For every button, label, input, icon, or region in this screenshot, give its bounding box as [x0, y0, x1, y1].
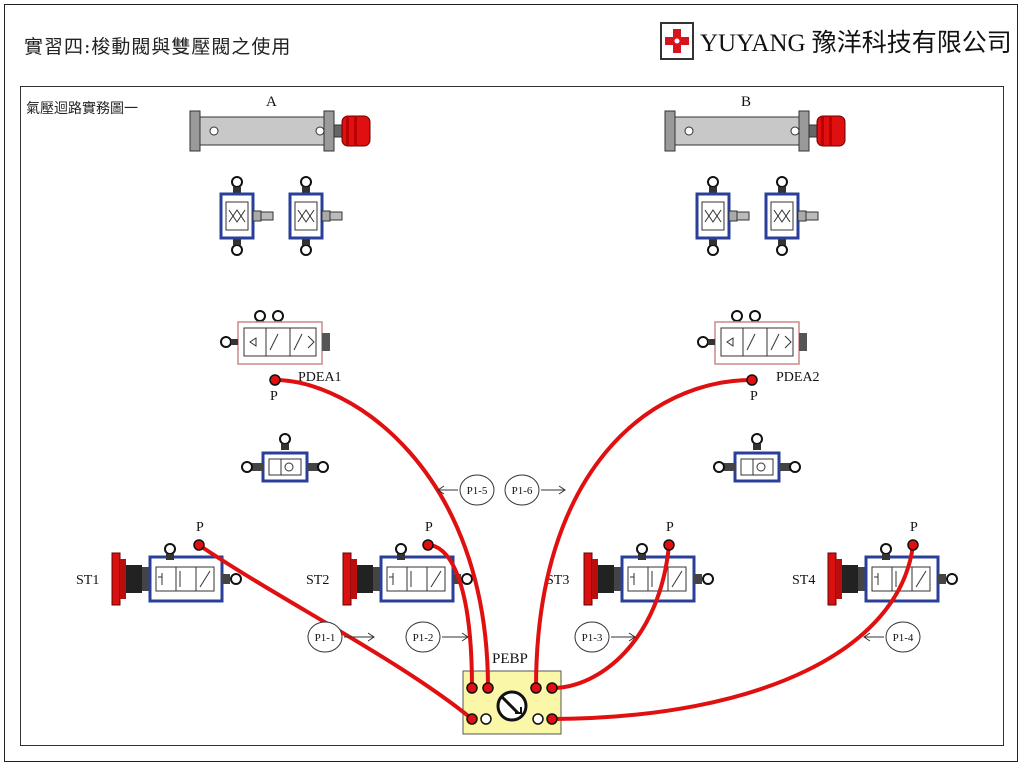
port-label: P	[270, 389, 278, 404]
shuttle-valve	[242, 434, 328, 481]
tube-connectors	[193, 374, 919, 725]
company-name: YUYANG 豫洋科技有限公司	[700, 30, 1012, 57]
tube-label-p1-3: P1-3	[574, 621, 636, 653]
flow-control-valve	[697, 177, 749, 255]
pilot-valve-pdea2: PDEA2 P	[698, 311, 820, 404]
tube-st3	[551, 544, 671, 690]
svg-text:P1-5: P1-5	[467, 485, 488, 497]
tube-label-p1-5: P1-5	[437, 474, 495, 506]
valve-label: PDEA1	[298, 370, 342, 385]
tube-label-p1-4: P1-4	[863, 621, 921, 653]
start-valve-st2: ST2 P	[306, 520, 472, 605]
tube-st2	[427, 543, 474, 689]
svg-text:P1-6: P1-6	[512, 485, 533, 497]
tube-pdea1	[274, 378, 490, 689]
port-label: P	[750, 389, 758, 404]
diagram-title: 氣壓迴路實務圖一	[26, 101, 138, 117]
valve-label: PDEA2	[776, 370, 820, 385]
tube-label-p1-6: P1-6	[504, 474, 566, 506]
start-valve-st3: ST3 P	[546, 520, 713, 605]
svg-text:P1-4: P1-4	[893, 632, 914, 644]
manifold-pebp: PEBP	[462, 651, 562, 735]
cylinder-a: A	[189, 94, 371, 152]
start-valve-st1: ST1 P	[76, 520, 241, 605]
valve-label: ST4	[792, 573, 815, 588]
flow-control-valve	[290, 177, 342, 255]
company-logo: YUYANG 豫洋科技有限公司	[660, 22, 1012, 60]
port-label: P	[910, 520, 918, 535]
cylinder-label: B	[741, 94, 751, 110]
tube-label-p1-1: P1-1	[307, 621, 375, 653]
valve-label: ST3	[546, 573, 569, 588]
dual-pressure-valve	[714, 434, 800, 481]
svg-text:P1-1: P1-1	[315, 632, 336, 644]
port-label: P	[196, 520, 204, 535]
port-label: P	[425, 520, 433, 535]
valve-label: ST2	[306, 573, 329, 588]
tube-label-p1-2: P1-2	[405, 621, 469, 653]
port-label: P	[666, 520, 674, 535]
page-title: 實習四:梭動閥與雙壓閥之使用	[24, 36, 292, 58]
flow-control-valve	[766, 177, 818, 255]
air-tubes	[197, 378, 915, 721]
yuyang-cross-logo-icon	[660, 22, 694, 60]
page-frame	[4, 4, 1018, 762]
cylinder-b: B	[664, 94, 846, 152]
manifold-label: PEBP	[492, 651, 528, 667]
cylinder-label: A	[266, 94, 277, 110]
flow-control-valve	[221, 177, 273, 255]
tube-st4	[551, 544, 915, 721]
tube-pdea2	[534, 378, 753, 689]
svg-text:P1-3: P1-3	[582, 632, 603, 644]
svg-text:P1-2: P1-2	[413, 632, 434, 644]
diagram-frame	[20, 86, 1004, 746]
start-valve-st4: ST4 P	[792, 520, 957, 605]
pilot-valve-pdea1: PDEA1 P	[221, 311, 342, 404]
valve-label: ST1	[76, 573, 99, 588]
